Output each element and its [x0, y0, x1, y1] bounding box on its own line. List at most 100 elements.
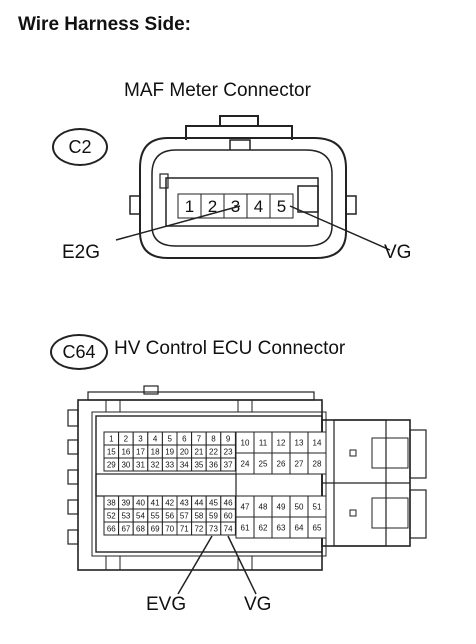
- ecu-pin-49-number: 49: [277, 502, 286, 511]
- ecu-pin-3: 3: [132, 431, 149, 446]
- ecu-pin-43-number: 43: [180, 498, 189, 507]
- ecu-pin-6: 6: [176, 431, 193, 446]
- ecu-pin-61-number: 61: [241, 523, 250, 532]
- ecu-pin-41: 41: [147, 495, 163, 510]
- ecu-pin-71-number: 71: [180, 524, 189, 533]
- ecu-pin-51: 51: [307, 495, 327, 518]
- ecu-pin-63-number: 63: [277, 523, 286, 532]
- ecu-pin-28-number: 28: [313, 459, 322, 468]
- ecu-pin-38-number: 38: [107, 498, 116, 507]
- ecu-pin-22-number: 22: [209, 447, 218, 456]
- ecu-pin-45: 45: [205, 495, 222, 510]
- ecu-pin-39-number: 39: [121, 498, 130, 507]
- ecu-pin-35-number: 35: [194, 460, 203, 469]
- ecu-pin-26-number: 26: [277, 459, 286, 468]
- ecu-pin-7-number: 7: [197, 434, 202, 443]
- ecu-pin-65-number: 65: [313, 523, 322, 532]
- ecu-pin-49: 49: [271, 495, 291, 518]
- ecu-pin-74-number: 74: [224, 524, 233, 533]
- ecu-pin-67-number: 67: [121, 524, 130, 533]
- ecu-pin-63: 63: [271, 516, 291, 539]
- maf-connector-code: C2: [68, 136, 92, 157]
- ecu-pin-31: 31: [132, 457, 149, 472]
- ecu-pin-72: 72: [191, 521, 207, 536]
- ecu-pin-47: 47: [235, 495, 255, 518]
- ecu-connector-caption: HV Control ECU Connector: [114, 338, 346, 359]
- ecu-pin-12-number: 12: [277, 438, 286, 447]
- ecu-pin-18-number: 18: [151, 447, 160, 456]
- ecu-pin-69: 69: [147, 521, 163, 536]
- ecu-pin-9-number: 9: [226, 434, 231, 443]
- ecu-pin-1-number: 1: [109, 434, 114, 443]
- ecu-pin-41-number: 41: [151, 498, 160, 507]
- maf-vg-label: VG: [384, 242, 412, 263]
- maf-connector-code-badge: C2: [52, 128, 108, 166]
- ecu-pin-46: 46: [220, 495, 236, 510]
- ecu-pin-26: 26: [271, 452, 291, 475]
- ecu-pin-64-number: 64: [295, 523, 304, 532]
- ecu-pin-57-number: 57: [180, 511, 189, 520]
- ecu-pin-47-number: 47: [241, 502, 250, 511]
- ecu-pin-21: 21: [191, 444, 207, 459]
- ecu-pin-73: 73: [205, 521, 222, 536]
- ecu-pin-42: 42: [161, 495, 178, 510]
- ecu-pin-15: 15: [103, 444, 120, 459]
- ecu-pin-60-number: 60: [224, 511, 233, 520]
- maf-pin-5-number: 5: [277, 197, 286, 216]
- maf-connector-caption: MAF Meter Connector: [124, 80, 311, 101]
- ecu-pin-68: 68: [132, 521, 149, 536]
- ecu-pin-37-number: 37: [224, 460, 233, 469]
- ecu-pin-32: 32: [147, 457, 163, 472]
- ecu-pin-58: 58: [191, 508, 207, 523]
- ecu-pin-74: 74: [220, 521, 236, 536]
- ecu-pin-55: 55: [147, 508, 163, 523]
- ecu-pin-59: 59: [205, 508, 222, 523]
- ecu-pin-25: 25: [253, 452, 273, 475]
- ecu-pin-24: 24: [235, 452, 255, 475]
- ecu-pin-55-number: 55: [151, 511, 160, 520]
- ecu-evg-label: EVG: [146, 594, 187, 615]
- ecu-pin-33: 33: [161, 457, 178, 472]
- ecu-pin-44: 44: [191, 495, 207, 510]
- maf-pin-2-number: 2: [208, 197, 217, 216]
- ecu-pin-35: 35: [191, 457, 207, 472]
- ecu-pin-62: 62: [253, 516, 273, 539]
- ecu-pin-4: 4: [147, 431, 163, 446]
- ecu-pin-18: 18: [147, 444, 163, 459]
- ecu-pin-10: 10: [235, 431, 255, 454]
- ecu-pin-2: 2: [118, 431, 134, 446]
- ecu-pin-67: 67: [118, 521, 134, 536]
- ecu-pin-33-number: 33: [165, 460, 174, 469]
- ecu-pin-48: 48: [253, 495, 273, 518]
- ecu-pin-40: 40: [132, 495, 149, 510]
- ecu-pin-32-number: 32: [151, 460, 160, 469]
- maf-pin-4-number: 4: [254, 197, 263, 216]
- ecu-pin-7: 7: [191, 431, 207, 446]
- ecu-pin-69-number: 69: [151, 524, 160, 533]
- ecu-pin-17-number: 17: [136, 447, 145, 456]
- ecu-pin-29-number: 29: [107, 460, 116, 469]
- ecu-pin-65: 65: [307, 516, 327, 539]
- ecu-pin-54-number: 54: [136, 511, 145, 520]
- ecu-pin-36-number: 36: [209, 460, 218, 469]
- ecu-evg-leader-line: [177, 535, 213, 595]
- ecu-vg-leader-line: [227, 535, 257, 595]
- ecu-pin-29: 29: [103, 457, 120, 472]
- maf-connector-housing: [129, 115, 357, 259]
- maf-pin-4: 4: [246, 193, 271, 219]
- ecu-pin-8: 8: [205, 431, 222, 446]
- ecu-pin-30: 30: [118, 457, 134, 472]
- ecu-pin-59-number: 59: [209, 511, 218, 520]
- ecu-pin-51-number: 51: [313, 502, 322, 511]
- ecu-pin-3-number: 3: [138, 434, 143, 443]
- ecu-pin-38: 38: [103, 495, 120, 510]
- ecu-pin-71: 71: [176, 521, 193, 536]
- ecu-pin-11: 11: [253, 431, 273, 454]
- ecu-pin-12: 12: [271, 431, 291, 454]
- ecu-pin-17: 17: [132, 444, 149, 459]
- ecu-pin-9: 9: [220, 431, 236, 446]
- ecu-pin-11-number: 11: [259, 438, 268, 447]
- ecu-pin-36: 36: [205, 457, 222, 472]
- ecu-pin-23-number: 23: [224, 447, 233, 456]
